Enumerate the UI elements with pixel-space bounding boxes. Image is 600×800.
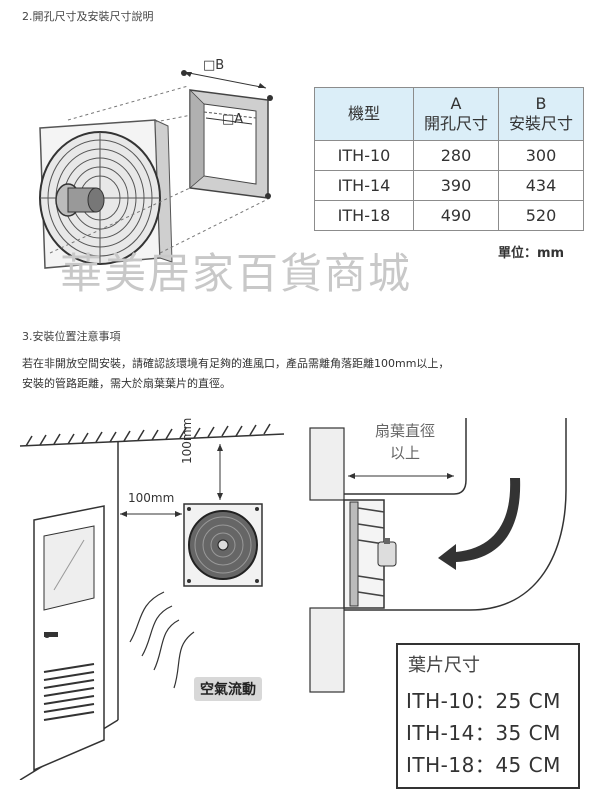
cell-b: 434 xyxy=(498,170,584,201)
mounting-frame xyxy=(189,89,269,199)
blade-line: ITH-10：25 CM xyxy=(406,689,561,713)
table-row: ITH-14 390 434 xyxy=(314,170,584,201)
fan-install-diagram xyxy=(39,70,273,269)
watermark: 華美居家百貨商城 xyxy=(60,249,413,298)
room-diagram xyxy=(19,423,285,780)
cell-model: ITH-18 xyxy=(314,200,414,231)
airflow-label: 空氣流動 xyxy=(194,677,262,701)
cell-a: 280 xyxy=(413,140,499,171)
blade-line: ITH-14：35 CM xyxy=(406,721,561,745)
distance-side-label: 100mm xyxy=(128,491,175,505)
dimension-a-label: □A xyxy=(222,112,244,127)
distance-top-label: 100mm xyxy=(180,417,194,464)
blade-title: 葉片尺寸 xyxy=(408,655,480,676)
cell-b: 300 xyxy=(498,140,584,171)
header-model: 機型 xyxy=(314,87,414,141)
duct-diagram xyxy=(309,418,567,693)
cell-model: ITH-14 xyxy=(314,170,414,201)
section2-title: 2.開孔尺寸及安裝尺寸說明 xyxy=(22,10,154,23)
wall-fan xyxy=(183,503,263,587)
cell-b: 520 xyxy=(498,200,584,231)
duct-label-line2: 以上 xyxy=(389,444,420,462)
fan-unit xyxy=(39,119,173,269)
blade-size-box: 葉片尺寸 ITH-10：25 CM ITH-14：35 CM ITH-18：45… xyxy=(396,643,580,789)
table-row: ITH-10 280 300 xyxy=(314,140,584,171)
table-row: ITH-18 490 520 xyxy=(314,200,584,231)
install-note-line1: 若在非開放空間安裝，請確認該環境有足夠的進風口，產品需離角落距離100mm以上， xyxy=(22,357,450,370)
dimension-b-label: □B xyxy=(203,58,225,73)
unit-label: 單位：mm xyxy=(498,246,565,261)
cell-model: ITH-10 xyxy=(314,140,414,171)
cell-a: 390 xyxy=(413,170,499,201)
install-note-line2: 安裝的管路距離，需大於扇葉葉片的直徑。 xyxy=(22,377,231,390)
blade-line: ITH-18：45 CM xyxy=(406,753,561,777)
fan-side-view xyxy=(343,499,397,609)
section3-title: 3.安裝位置注意事項 xyxy=(22,330,121,343)
duct-label: 扇葉直徑 以上 xyxy=(355,420,455,464)
door xyxy=(33,505,105,772)
duct-label-line1: 扇葉直徑 xyxy=(374,422,435,440)
cell-a: 490 xyxy=(413,200,499,231)
